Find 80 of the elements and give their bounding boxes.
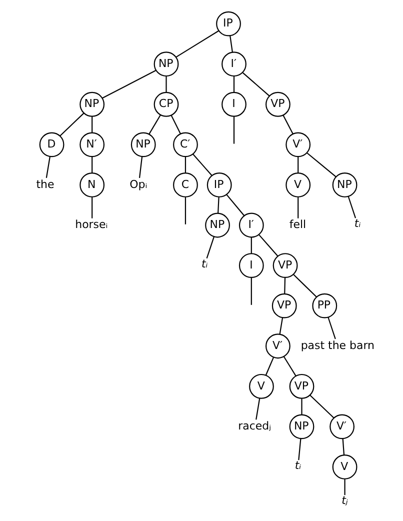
connector [184,197,186,224]
node-circle: VP [266,92,290,117]
node-text: tⱼ [342,494,348,508]
node-circle: PP [312,293,338,318]
node-circle: CP [154,92,179,117]
node-circle: I′ [238,212,264,238]
connector [206,236,215,259]
node-circle: VP [272,293,297,318]
node-circle: I [238,253,264,278]
node-circle: C′ [173,132,198,158]
connector [176,30,220,58]
connector [298,438,302,460]
connector [306,152,336,178]
node-text: tᵢ [202,257,208,270]
connector [166,76,167,92]
node-circle: VP [289,374,314,399]
node-circle: N [80,172,105,198]
connector [310,394,334,418]
node-circle: V [332,454,358,480]
connector [293,274,317,298]
connector [342,438,345,455]
connector [233,116,235,144]
node-circle: NP [154,52,179,77]
connector [298,197,299,218]
connector [328,317,336,340]
node-text: past the barn [300,338,374,352]
connector [148,114,161,134]
connector [298,156,299,173]
node-circle: NP [332,172,358,198]
node-text: racedⱼ [238,420,272,433]
node-circle: I′ [222,52,246,77]
connector [170,115,181,134]
node-circle: IP [216,11,241,36]
connector [250,278,252,305]
connector [184,156,186,173]
connector [242,72,270,96]
connector [250,238,252,254]
connector [301,398,302,415]
connector [218,197,220,214]
node-circle: V [249,374,274,399]
connector [256,398,260,420]
connector [92,156,93,173]
node-circle: V [286,172,311,198]
node-circle: NP [289,414,314,440]
connector [92,116,93,133]
node-circle: N′ [80,132,105,158]
node-text: fell [289,218,306,232]
connector [192,154,212,176]
connector [344,479,346,496]
connector [265,357,274,376]
node-circle: V′ [286,132,311,158]
node-circle: NP [80,92,105,117]
connector [284,278,286,294]
connector [226,194,245,216]
connector [92,197,93,218]
connector [60,112,84,136]
node-text: horseᵢ [75,218,108,232]
node-circle: NP [130,132,156,158]
node-circle: V′ [330,414,354,440]
connector [258,234,278,256]
node-circle: NP [205,212,230,238]
node-circle: D [39,132,64,158]
node-circle: V′ [266,334,290,359]
connector [282,115,294,134]
node-circle: C [173,172,198,198]
node-text: tᵢ [294,458,302,472]
node-text: tᵢ [354,217,361,230]
connector [46,156,51,178]
connector [279,318,284,334]
connector [233,76,235,92]
node-text: the [36,178,54,191]
connector [284,356,296,376]
connector [102,70,156,99]
connector [230,36,233,52]
node-circle: VP [272,253,298,278]
node-text: Opᵢ [130,178,148,191]
connector [348,196,356,218]
node-circle: IP [206,172,232,198]
node-circle: I [222,92,246,117]
connector [138,156,143,178]
